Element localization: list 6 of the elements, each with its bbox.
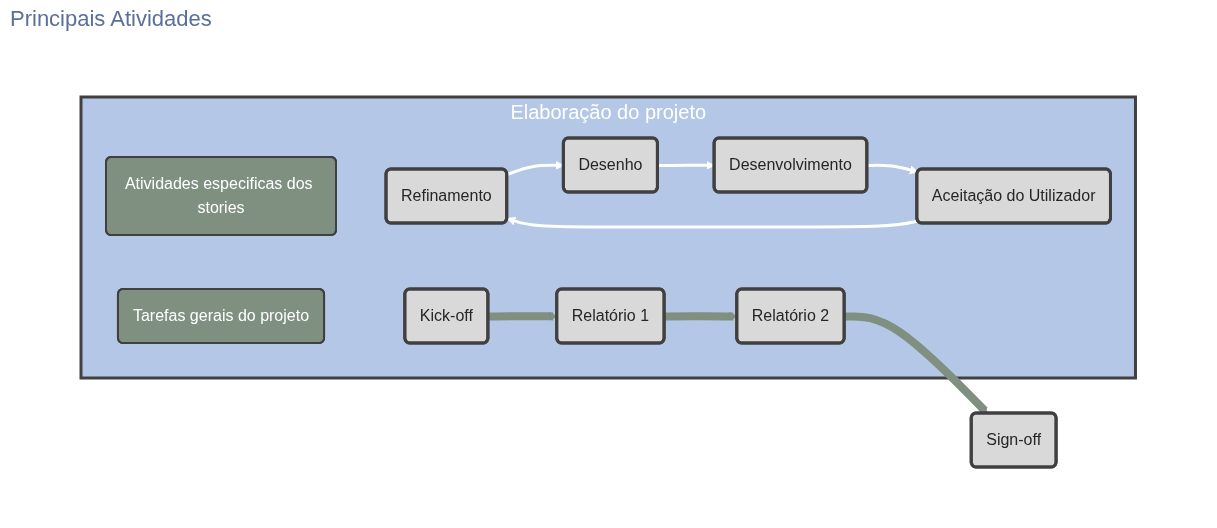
arrow bbox=[488, 311, 558, 321]
section-heading: Principais Atividades bbox=[10, 6, 212, 32]
arrow bbox=[844, 312, 989, 414]
arrow bbox=[664, 312, 738, 321]
arrow bbox=[867, 163, 919, 175]
arrow bbox=[507, 216, 919, 229]
